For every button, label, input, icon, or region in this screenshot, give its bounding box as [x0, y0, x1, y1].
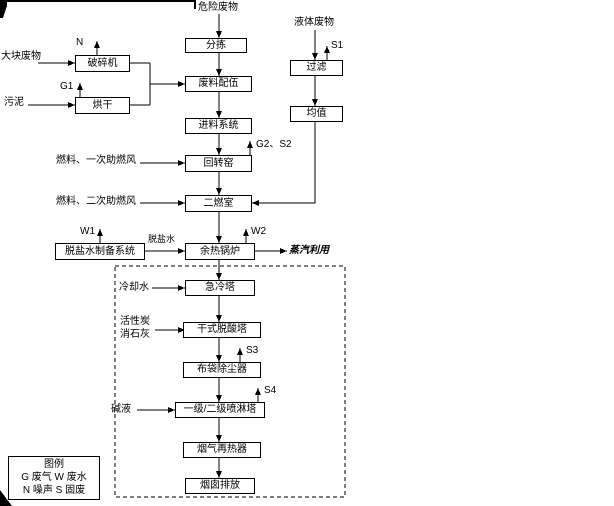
node-dryer: 烘干	[75, 97, 130, 114]
emission-label-n: N	[76, 37, 84, 48]
node-crusher: 破碎机	[75, 55, 130, 72]
node-stack-emission: 烟囱排放	[185, 478, 255, 494]
emission-label-s3: S3	[246, 345, 259, 356]
legend-line-2: N 噪声 S 固废	[22, 485, 86, 496]
emission-label-w1: W1	[80, 226, 95, 237]
node-bag-filter: 布袋除尘器	[183, 362, 261, 378]
label-desalted-water: 脱盐水	[148, 234, 176, 244]
label-bulk-waste: 大块废物	[1, 51, 41, 62]
emission-label-s1: S1	[331, 40, 344, 51]
node-rotary-kiln: 回转窑	[185, 155, 252, 172]
emission-label-s4: S4	[264, 385, 277, 396]
node-flue-gas-reheater: 烟气再热器	[183, 442, 261, 458]
label-alkali-liquor: 碱液	[111, 404, 131, 415]
label-activated-carbon: 活性炭	[120, 316, 150, 327]
node-feeding-system: 进料系统	[185, 118, 252, 134]
node-quench-tower: 急冷塔	[185, 280, 255, 296]
label-carbon-lime: 活性炭 消石灰	[120, 315, 150, 341]
label-hazardous-waste: 危险废物	[198, 2, 238, 13]
node-waste-heat-boiler: 余热锅炉	[185, 243, 255, 260]
legend-box: 图例 G 废气 W 废水 N 噪声 S 固废	[8, 456, 100, 500]
node-sorting: 分拣	[185, 38, 247, 53]
node-filter: 过滤	[290, 60, 343, 76]
label-cooling-water: 冷却水	[119, 282, 149, 293]
label-steam-use: 蒸汽利用	[289, 245, 329, 256]
node-dry-deacid-tower: 干式脱酸塔	[183, 322, 261, 338]
node-homogenize: 均值	[290, 106, 343, 122]
emission-label-g2-s2: G2、S2	[256, 139, 292, 150]
flue-gas-system-boundary	[114, 265, 346, 498]
legend-title: 图例	[44, 459, 64, 470]
emission-label-w2: W2	[251, 226, 266, 237]
node-blending: 废料配伍	[185, 76, 252, 92]
label-liquid-waste: 液体废物	[294, 17, 334, 28]
label-fuel-secondary-air: 燃料、二次助燃风	[56, 196, 136, 207]
emission-label-g1: G1	[60, 81, 74, 92]
node-secondary-chamber: 二燃室	[185, 195, 252, 212]
label-fuel-primary-air: 燃料、一次助燃风	[56, 155, 136, 166]
legend-line-1: G 废气 W 废水	[21, 472, 87, 483]
label-slaked-lime: 消石灰	[120, 329, 150, 340]
label-sludge: 污泥	[4, 97, 24, 108]
node-spray-tower: 一级/二级喷淋塔	[175, 402, 265, 418]
node-desalted-water-system: 脱盐水制备系统	[55, 243, 145, 260]
